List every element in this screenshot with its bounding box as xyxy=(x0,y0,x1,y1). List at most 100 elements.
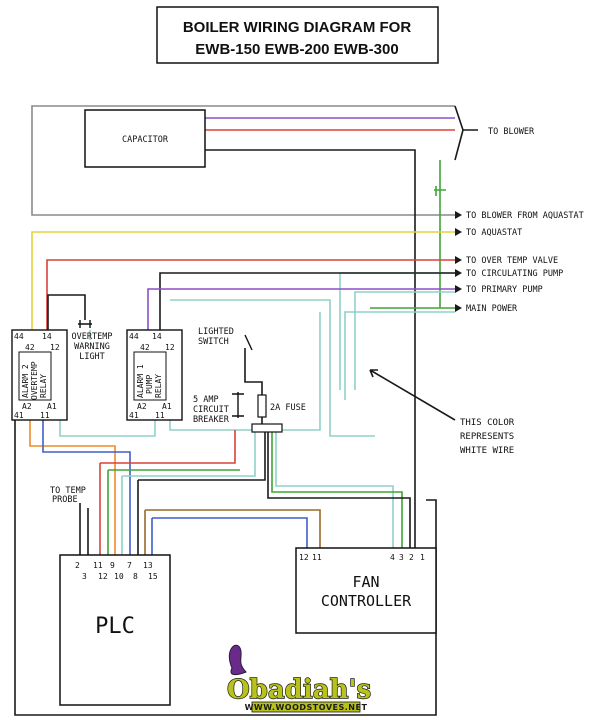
svg-text:LIGHTED: LIGHTED xyxy=(198,327,234,337)
svg-text:BREAKER: BREAKER xyxy=(193,415,230,425)
svg-text:PLC: PLC xyxy=(95,614,135,639)
wire-white-relays xyxy=(59,420,156,437)
wire-black-switch xyxy=(244,348,263,430)
logo-name: Obadiah's xyxy=(227,675,371,705)
svg-text:A2: A2 xyxy=(137,402,147,411)
svg-text:RELAY: RELAY xyxy=(39,374,48,398)
svg-text:7: 7 xyxy=(127,561,132,570)
wire-black-circulating xyxy=(159,272,455,330)
destination-arrows xyxy=(455,211,462,312)
svg-text:11: 11 xyxy=(40,411,50,420)
svg-text:12: 12 xyxy=(165,343,175,352)
svg-text:14: 14 xyxy=(152,332,162,341)
wire-white-primary xyxy=(354,291,455,390)
svg-text:15: 15 xyxy=(148,572,158,581)
wire-black-plc xyxy=(137,430,266,560)
label-primary-pump: TO PRIMARY PUMP xyxy=(466,285,543,295)
svg-text:3: 3 xyxy=(82,572,87,581)
overtemp-warning-light: OVERTEMP WARNING LIGHT xyxy=(72,320,113,362)
svg-text:10: 10 xyxy=(114,572,124,581)
label-circulating-pump: TO CIRCULATING PUMP xyxy=(466,269,563,279)
svg-text:ALARM 1: ALARM 1 xyxy=(136,364,145,398)
label-blower-aquastat: TO BLOWER FROM AQUASTAT xyxy=(466,211,584,221)
label-to-blower: TO BLOWER xyxy=(488,127,535,137)
svg-text:CIRCUIT: CIRCUIT xyxy=(193,405,229,415)
label-aquastat: TO AQUASTAT xyxy=(466,228,522,238)
wire-temp-probe xyxy=(79,503,89,560)
svg-text:CONTROLLER: CONTROLLER xyxy=(321,592,412,610)
svg-text:A2: A2 xyxy=(22,402,32,411)
relay-alarm1-pump: 44 14 42 12 ALARM 1 PUMP RELAY A2 A1 41 … xyxy=(126,329,183,421)
logo-url: WWW.WOODSTOVES.NET xyxy=(245,703,368,712)
svg-text:1: 1 xyxy=(420,553,425,562)
blower-fork xyxy=(454,105,478,161)
wire-blue-fan xyxy=(151,517,308,560)
svg-text:44: 44 xyxy=(14,332,24,341)
circuit-breaker: 5 AMP CIRCUIT BREAKER xyxy=(193,392,244,425)
svg-text:11: 11 xyxy=(93,561,103,570)
svg-text:12: 12 xyxy=(50,343,60,352)
svg-text:14: 14 xyxy=(42,332,52,341)
wire-gray-blower-aquastat xyxy=(31,105,455,216)
wire-green-ground xyxy=(434,160,446,308)
fan-controller: 12 11 4 3 2 1 FAN CONTROLLER xyxy=(295,547,437,634)
svg-text:4: 4 xyxy=(390,553,395,562)
wire-red-plc xyxy=(99,430,236,560)
wire-black-blower xyxy=(205,149,416,560)
temp-probe-label-2: PROBE xyxy=(52,495,78,505)
svg-text:OVERTEMP: OVERTEMP xyxy=(30,361,39,400)
svg-text:9: 9 xyxy=(110,561,115,570)
svg-text:PUMP: PUMP xyxy=(145,375,154,394)
title-line2: EWB-150 EWB-200 EWB-300 xyxy=(195,41,398,58)
note-line3: WHITE WIRE xyxy=(460,446,514,456)
svg-text:3: 3 xyxy=(399,553,404,562)
lighted-switch: LIGHTED SWITCH xyxy=(198,327,253,351)
capacitor xyxy=(84,109,206,168)
terminal-block xyxy=(251,423,283,433)
svg-text:A1: A1 xyxy=(162,402,172,411)
svg-text:12: 12 xyxy=(299,553,309,562)
svg-text:LIGHT: LIGHT xyxy=(79,352,105,362)
wire-brown-fan xyxy=(144,509,321,560)
svg-text:FAN: FAN xyxy=(352,573,379,591)
title-box xyxy=(156,6,439,64)
fuse-2a: 2A FUSE xyxy=(257,394,306,418)
wire-white-fan xyxy=(275,430,394,548)
svg-text:8: 8 xyxy=(133,572,138,581)
wire-purple-primary xyxy=(147,288,455,330)
label-overtemp-valve: TO OVER TEMP VALVE xyxy=(466,256,558,266)
note-arrow xyxy=(369,369,456,421)
title-line1: BOILER WIRING DIAGRAM FOR xyxy=(183,19,411,36)
svg-text:SWITCH: SWITCH xyxy=(198,337,229,347)
relay-alarm2-overtemp: 44 14 42 12 ALARM 2 OVERTEMP RELAY A2 A1… xyxy=(11,329,68,421)
wires xyxy=(14,105,478,716)
wire-white-plc xyxy=(121,430,256,560)
wire-red-overtemp-valve xyxy=(46,259,455,330)
svg-text:42: 42 xyxy=(140,343,150,352)
wire-black-light xyxy=(47,294,86,330)
svg-text:11: 11 xyxy=(312,553,322,562)
plc: 2 11 9 7 13 3 12 10 8 15 PLC xyxy=(59,554,171,706)
svg-text:42: 42 xyxy=(25,343,35,352)
wire-black-fan xyxy=(267,430,411,548)
capacitor-label: CAPACITOR xyxy=(122,135,169,145)
svg-text:RELAY: RELAY xyxy=(154,374,163,398)
svg-text:OVERTEMP: OVERTEMP xyxy=(72,332,113,342)
svg-text:13: 13 xyxy=(143,561,153,570)
wire-blue-plc xyxy=(42,420,131,560)
svg-text:41: 41 xyxy=(129,411,139,420)
svg-text:WARNING: WARNING xyxy=(74,342,110,352)
svg-text:2A FUSE: 2A FUSE xyxy=(270,403,306,413)
wire-yellow-aquastat xyxy=(31,231,455,330)
svg-text:11: 11 xyxy=(155,411,165,420)
wire-black-outer xyxy=(14,420,437,716)
svg-text:44: 44 xyxy=(129,332,139,341)
wire-green-fan xyxy=(271,430,403,548)
note-line2: REPRESENTS xyxy=(460,432,514,442)
svg-text:5 AMP: 5 AMP xyxy=(193,395,219,405)
svg-text:ALARM 2: ALARM 2 xyxy=(21,364,30,398)
wire-orange-plc xyxy=(29,420,116,560)
note-line1: THIS COLOR xyxy=(460,418,515,428)
wire-white-relay1 xyxy=(169,312,321,431)
